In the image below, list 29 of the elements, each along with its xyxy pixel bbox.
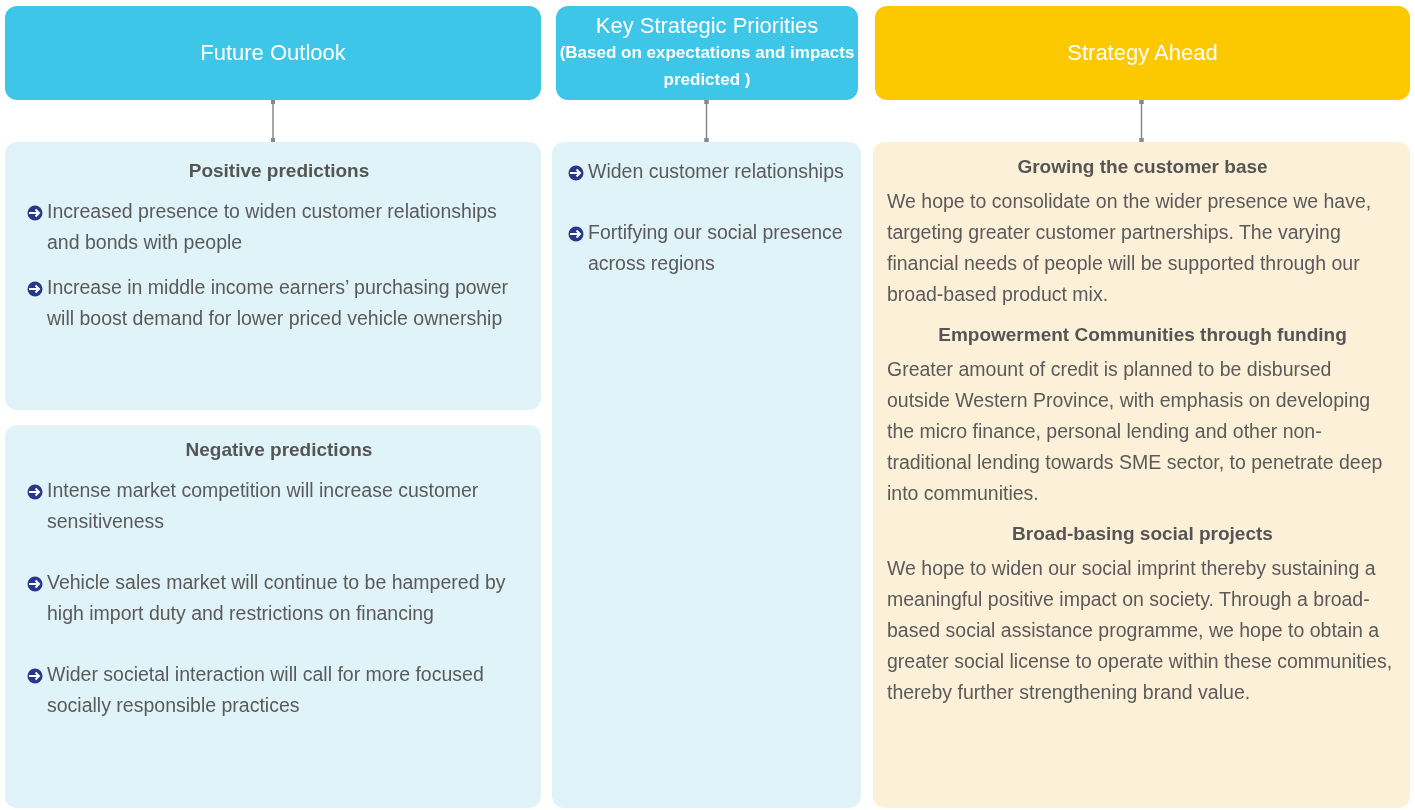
section-heading: Broad-basing social projects xyxy=(1011,523,1274,545)
bullet-item: Increased presence to widen customer relationships and bonds with people xyxy=(27,196,531,258)
section-heading: Empowerment Communities through funding xyxy=(937,324,1348,346)
header-title: Key Strategic Priorities xyxy=(595,13,819,39)
bullet-item: Widen customer relationships xyxy=(568,156,851,187)
connector-line xyxy=(1139,99,1144,143)
header-box xyxy=(556,6,858,100)
header-box xyxy=(875,6,1410,100)
paragraph: We hope to consolidate on the wider presence we have, targeting greater customer partnerships. The varying financial needs of people will be supported through our broad-based product mix. xyxy=(887,189,1373,307)
content-panel xyxy=(552,142,861,808)
bullet-item: Increase in middle income earners’ purchasing power will boost demand for lower priced vehicle ownership xyxy=(27,272,531,334)
paragraph: Greater amount of credit is planned to be disbursed outside Western Province, with emphasis on developing the micro finance, personal lending and other non-traditional lending towards SME sector, to penetrate deep into communities. xyxy=(887,357,1384,506)
header-title: Strategy Ahead xyxy=(1067,40,1218,66)
bullet-item: Intense market competition will increase customer sensitiveness xyxy=(27,475,531,537)
connector-line xyxy=(270,99,276,143)
bullet-item: Vehicle sales market will continue to be hampered by high import duty and restrictions on financing xyxy=(27,567,531,629)
section-heading: Negative predictions xyxy=(184,439,374,461)
content-panel xyxy=(873,142,1410,808)
connector-line xyxy=(704,99,709,143)
section-heading: Positive predictions xyxy=(187,160,371,182)
content-panel xyxy=(5,425,541,808)
bullet-item: Wider societal interaction will call for more focused socially responsible practices xyxy=(27,659,531,721)
header-subtitle: (Based on expectations and impacts predicted ) xyxy=(558,42,856,91)
paragraph: We hope to widen our social imprint thereby sustaining a meaningful positive impact on society. Through a broad-based social assistance programme, we hope to obtain a greater social license to operate within these communities, thereby further strengthening brand value. xyxy=(887,556,1394,705)
content-panel xyxy=(5,142,541,410)
header-box xyxy=(5,6,541,100)
bullet-item: Fortifying our social presence across regions xyxy=(568,217,851,279)
section-heading: Growing the customer base xyxy=(1016,156,1269,178)
header-title: Future Outlook xyxy=(200,40,346,66)
